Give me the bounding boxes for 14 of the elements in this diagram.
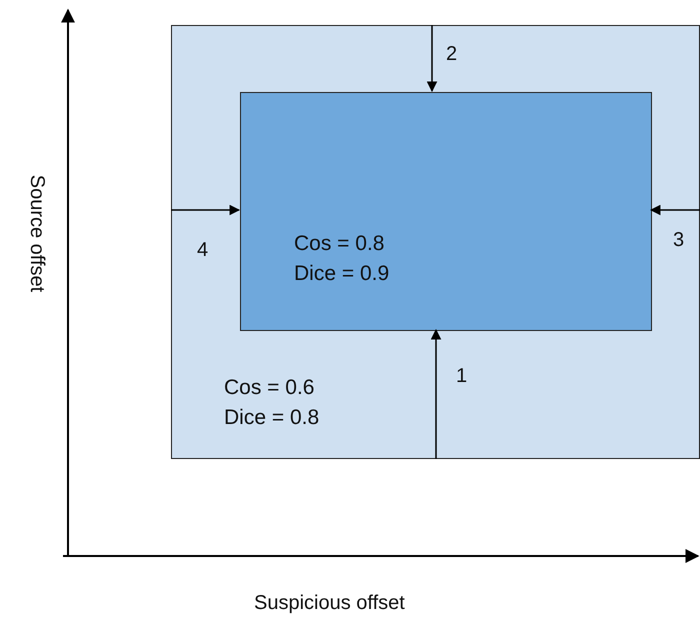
arrow xyxy=(650,204,700,216)
edge-label: 1 xyxy=(456,365,468,388)
arrow xyxy=(171,204,240,216)
outer-region-box xyxy=(171,25,700,459)
edge-label: 4 xyxy=(197,239,208,262)
arrow xyxy=(430,328,442,459)
edge-label: 2 xyxy=(446,43,458,66)
similarity-scores: Cos = 0.6 Dice = 0.8 xyxy=(224,375,320,431)
inner-region-box xyxy=(240,92,652,331)
axis-title: Suspicious offset xyxy=(254,592,405,615)
edge-label: 3 xyxy=(673,229,684,252)
similarity-scores: Cos = 0.8 Dice = 0.9 xyxy=(294,231,390,287)
arrow xyxy=(426,25,438,92)
axis-title: Source offset xyxy=(25,174,48,292)
